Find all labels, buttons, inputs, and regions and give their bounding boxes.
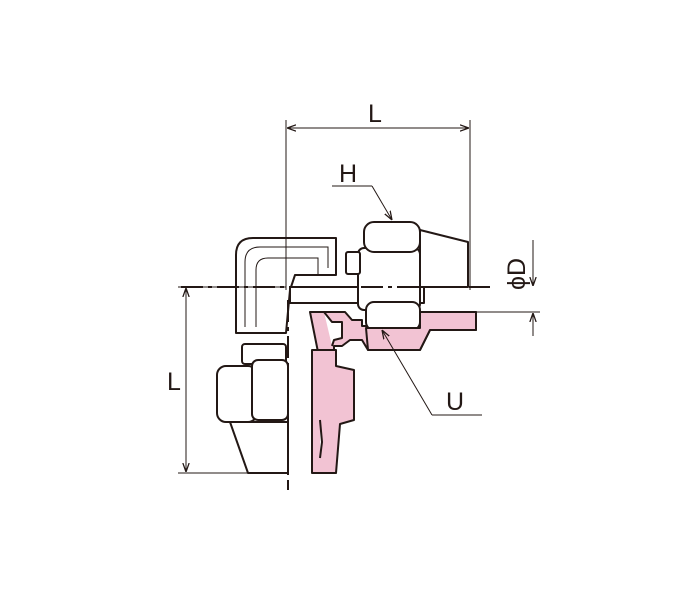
dimension-phi-d: ϕD: [470, 240, 540, 336]
label-l-vertical: L: [167, 368, 181, 396]
label-u: U: [446, 388, 464, 416]
label-h: H: [339, 160, 357, 188]
label-phi-d: ϕD: [503, 258, 531, 290]
lower-hex-nut: [216, 343, 355, 474]
right-hex-nut: [345, 221, 477, 351]
dimension-u: U: [382, 330, 482, 416]
label-l-horizontal: L: [368, 100, 382, 128]
dimension-l-horizontal: L: [285, 100, 471, 290]
dimension-h: H: [332, 160, 392, 220]
dimension-l-vertical: L: [167, 286, 288, 474]
